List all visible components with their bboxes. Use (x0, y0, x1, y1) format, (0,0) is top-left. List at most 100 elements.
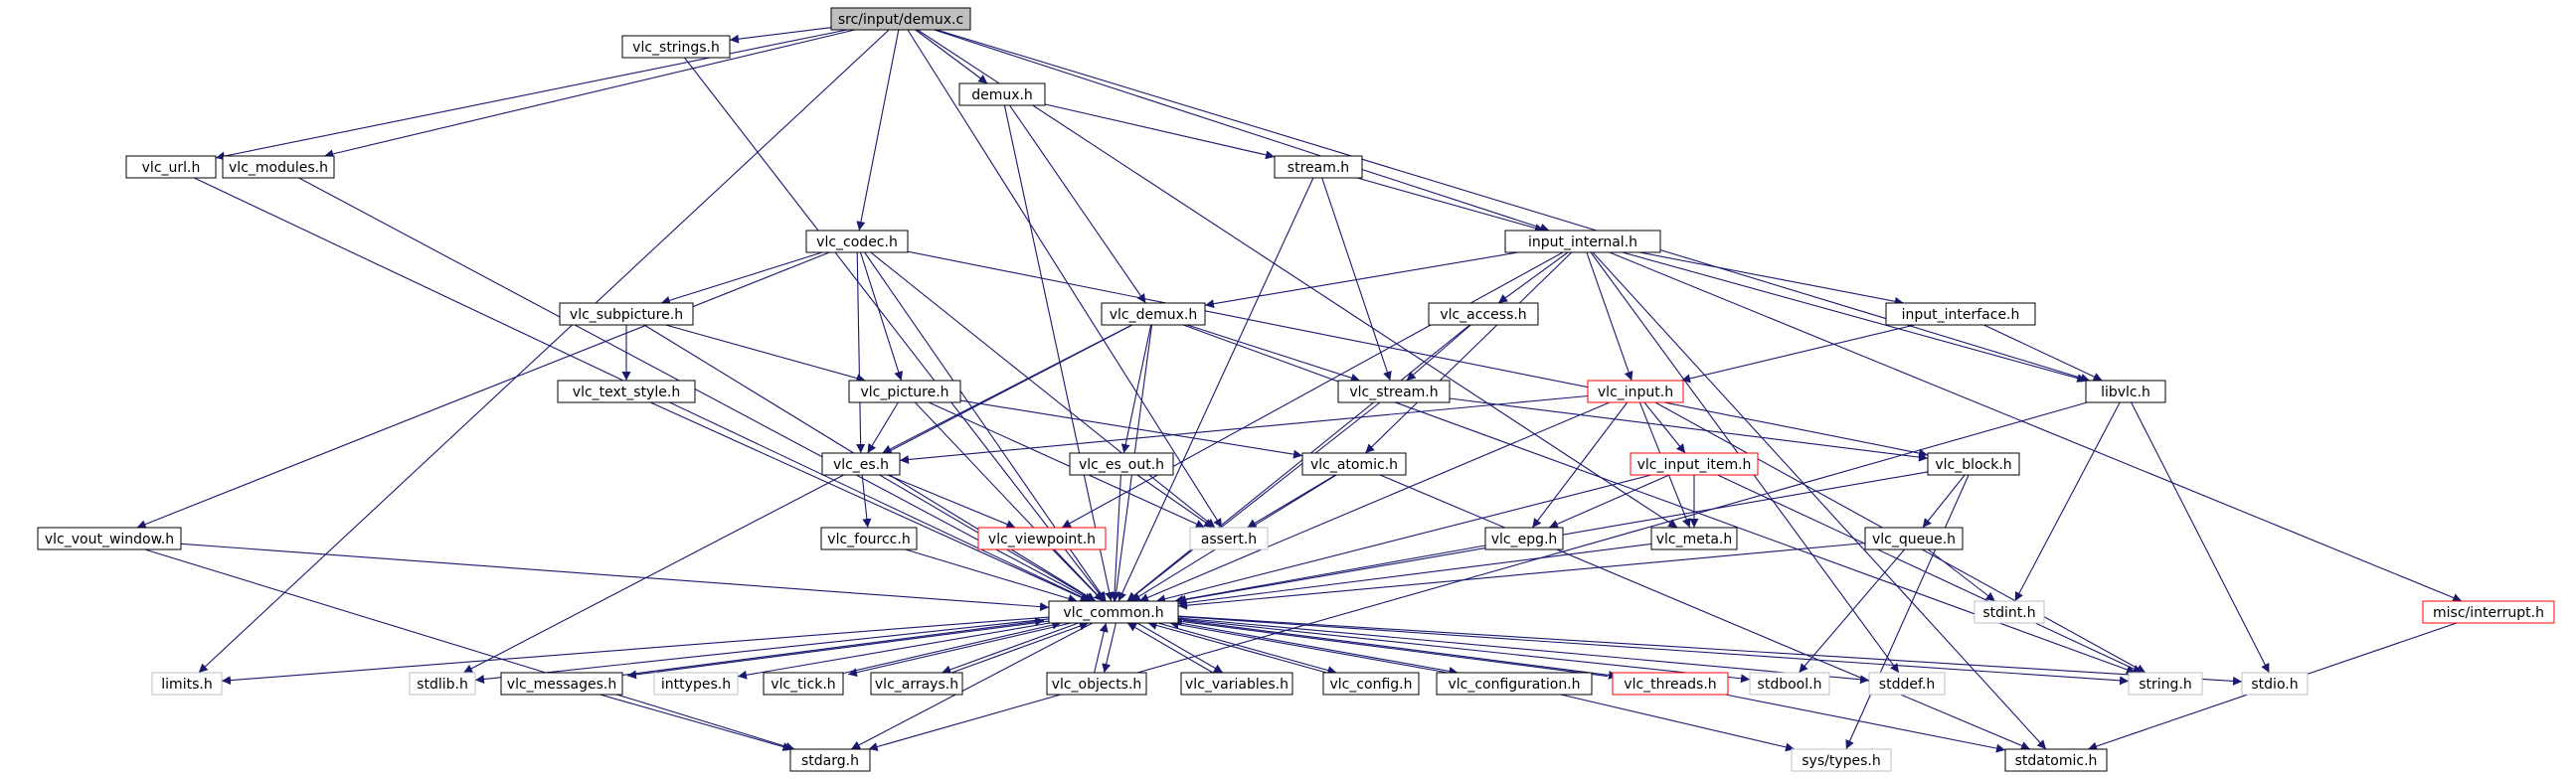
edge-vlc_common-to-stddef_h (1177, 617, 1870, 685)
node-vlc-common[interactable]: vlc_common.h (1048, 600, 1179, 624)
node-label: limits.h (161, 677, 212, 693)
node-box (1791, 748, 1892, 772)
node-vlc-input[interactable]: vlc_input.h (1587, 380, 1684, 403)
node-vlc-tick[interactable]: vlc_tick.h (763, 672, 844, 696)
node-vlc-strings[interactable]: vlc_strings.h (621, 35, 731, 59)
edge-vlc_common-to-vlc_objects (1102, 622, 1116, 674)
node-box (2004, 748, 2108, 772)
node-vlc-text-style[interactable]: vlc_text_style.h (557, 380, 696, 403)
node-box (958, 82, 1046, 106)
edge-vlc_tick-to-vlc_common (837, 620, 1062, 676)
node-vlc-viewpoint[interactable]: vlc_viewpoint.h (977, 527, 1107, 550)
node-sys-types[interactable]: sys/types.h (1791, 748, 1892, 772)
node-vlc-epg[interactable]: vlc_epg.h (1484, 527, 1564, 550)
node-box (789, 748, 871, 772)
node-label: stdlib.h (417, 677, 468, 693)
edge-vlc_es_out-to-vlc_common (1110, 474, 1121, 602)
node-stdlib-h[interactable]: stdlib.h (409, 672, 476, 696)
edge-demux_h-to-stream_h (1044, 103, 1276, 160)
node-vlc-meta[interactable]: vlc_meta.h (1650, 527, 1738, 550)
node-stdarg-h[interactable]: stdarg.h (789, 748, 871, 772)
node-vlc-configuration[interactable]: vlc_configuration.h (1436, 672, 1593, 696)
edge-vlc_common-to-string_h (1177, 615, 2130, 686)
node-demux-h[interactable]: demux.h (958, 82, 1046, 106)
node-vlc-vout-window[interactable]: vlc_vout_window.h (37, 527, 182, 550)
node-vlc-variables[interactable]: vlc_variables.h (1180, 672, 1293, 696)
node-stddef-h[interactable]: stddef.h (1868, 672, 1946, 696)
node-vlc-messages[interactable]: vlc_messages.h (500, 672, 623, 696)
node-vlc-block[interactable]: vlc_block.h (1927, 452, 2020, 476)
node-label: input_internal.h (1528, 234, 1637, 250)
edge-input_internal-to-vlc_input (1586, 251, 1633, 382)
node-box (653, 672, 739, 696)
node-root[interactable]: src/input/demux.c (830, 7, 971, 31)
node-vlc-arrays[interactable]: vlc_arrays.h (870, 672, 963, 696)
node-vlc-stream[interactable]: vlc_stream.h (1337, 380, 1451, 403)
node-vlc-picture[interactable]: vlc_picture.h (848, 380, 961, 403)
node-box (557, 380, 696, 403)
node-string-h[interactable]: string.h (2128, 672, 2203, 696)
edge-vlc_atomic-to-stdatomic_h (1379, 474, 2031, 750)
edge-vlc_fourcc-to-vlc_common (905, 548, 1078, 603)
edge-root-to-demux_h (915, 29, 988, 84)
node-vlc-input-item[interactable]: vlc_input_item.h (1630, 452, 1759, 476)
node-vlc-objects[interactable]: vlc_objects.h (1046, 672, 1147, 696)
node-stdint-h[interactable]: stdint.h (1974, 600, 2045, 624)
node-vlc-modules[interactable]: vlc_modules.h (222, 155, 335, 179)
node-vlc-access[interactable]: vlc_access.h (1428, 302, 1539, 326)
node-stdio-h[interactable]: stdio.h (2241, 672, 2309, 696)
node-box (151, 672, 223, 696)
edge-vlc_input-to-vlc_epg (1531, 401, 1629, 529)
node-vlc-codec[interactable]: vlc_codec.h (805, 230, 909, 253)
edge-vlc_queue-to-stdint_h (1927, 548, 1996, 602)
node-assert-h[interactable]: assert.h (1189, 527, 1269, 550)
edge-vlc_common-to-vlc_messages (626, 619, 1055, 680)
node-box (1864, 527, 1964, 550)
edge-vlc_demux-to-vlc_es_out (1120, 324, 1152, 454)
edge-vlc_common-to-vlc_arrays (942, 622, 1079, 675)
node-box (1927, 452, 2020, 476)
edge-input_interface-to-vlc_input (1680, 324, 1916, 384)
node-vlc-config[interactable]: vlc_config.h (1322, 672, 1420, 696)
node-inttypes-h[interactable]: inttypes.h (653, 672, 739, 696)
node-stdatomic-h[interactable]: stdatomic.h (2004, 748, 2108, 772)
node-input-internal[interactable]: input_internal.h (1504, 230, 1661, 253)
node-vlc-demux[interactable]: vlc_demux.h (1101, 302, 1206, 326)
node-label: vlc_block.h (1935, 457, 2011, 473)
node-vlc-url[interactable]: vlc_url.h (125, 155, 217, 179)
edge-vlc_demux-to-vlc_stream (1186, 324, 1361, 383)
edge-stream_h-to-vlc_common (1117, 177, 1314, 602)
node-vlc-fourcc[interactable]: vlc_fourcc.h (820, 527, 918, 550)
node-vlc-atomic[interactable]: vlc_atomic.h (1301, 452, 1407, 476)
edge-vlc_input-to-vlc_common (1138, 401, 1611, 602)
node-stdbool-h[interactable]: stdbool.h (1749, 672, 1830, 696)
node-box (125, 155, 217, 179)
edge-root-to-limits_h (198, 29, 890, 674)
node-input-interface[interactable]: input_interface.h (1885, 302, 2036, 326)
node-misc-interrupt[interactable]: misc/interrupt.h (2422, 600, 2555, 624)
node-label: misc/interrupt.h (2433, 605, 2544, 621)
edge-vlc_picture-to-vlc_common (915, 401, 1104, 602)
node-box (1274, 155, 1363, 179)
node-limits-h[interactable]: limits.h (151, 672, 223, 696)
node-vlc-subpicture[interactable]: vlc_subpicture.h (559, 302, 694, 326)
node-vlc-es-out[interactable]: vlc_es_out.h (1069, 452, 1174, 476)
edge-root-to-input_internal (934, 29, 1550, 233)
node-box (1612, 672, 1729, 696)
edge-root-to-assert_h (907, 29, 1223, 529)
edge-vlc_variables-to-vlc_common (1126, 622, 1214, 674)
node-label: vlc_fourcc.h (827, 532, 910, 547)
node-label: inttypes.h (661, 677, 731, 693)
node-vlc-queue[interactable]: vlc_queue.h (1864, 527, 1964, 550)
edge-root-to-vlc_url (215, 29, 847, 161)
node-libvlc[interactable]: libvlc.h (2085, 380, 2166, 403)
node-label: vlc_viewpoint.h (988, 532, 1096, 547)
node-box (763, 672, 844, 696)
edge-vlc_configuration-to-sys_types (1560, 694, 1796, 752)
node-stream-h[interactable]: stream.h (1274, 155, 1363, 179)
edge-vlc_codec-to-vlc_picture (859, 251, 904, 382)
node-label: vlc_access.h (1440, 307, 1526, 323)
node-vlc-es[interactable]: vlc_es.h (821, 452, 901, 476)
node-vlc-threads[interactable]: vlc_threads.h (1612, 672, 1729, 696)
edge-input_internal-to-input_interface (1639, 251, 1904, 306)
